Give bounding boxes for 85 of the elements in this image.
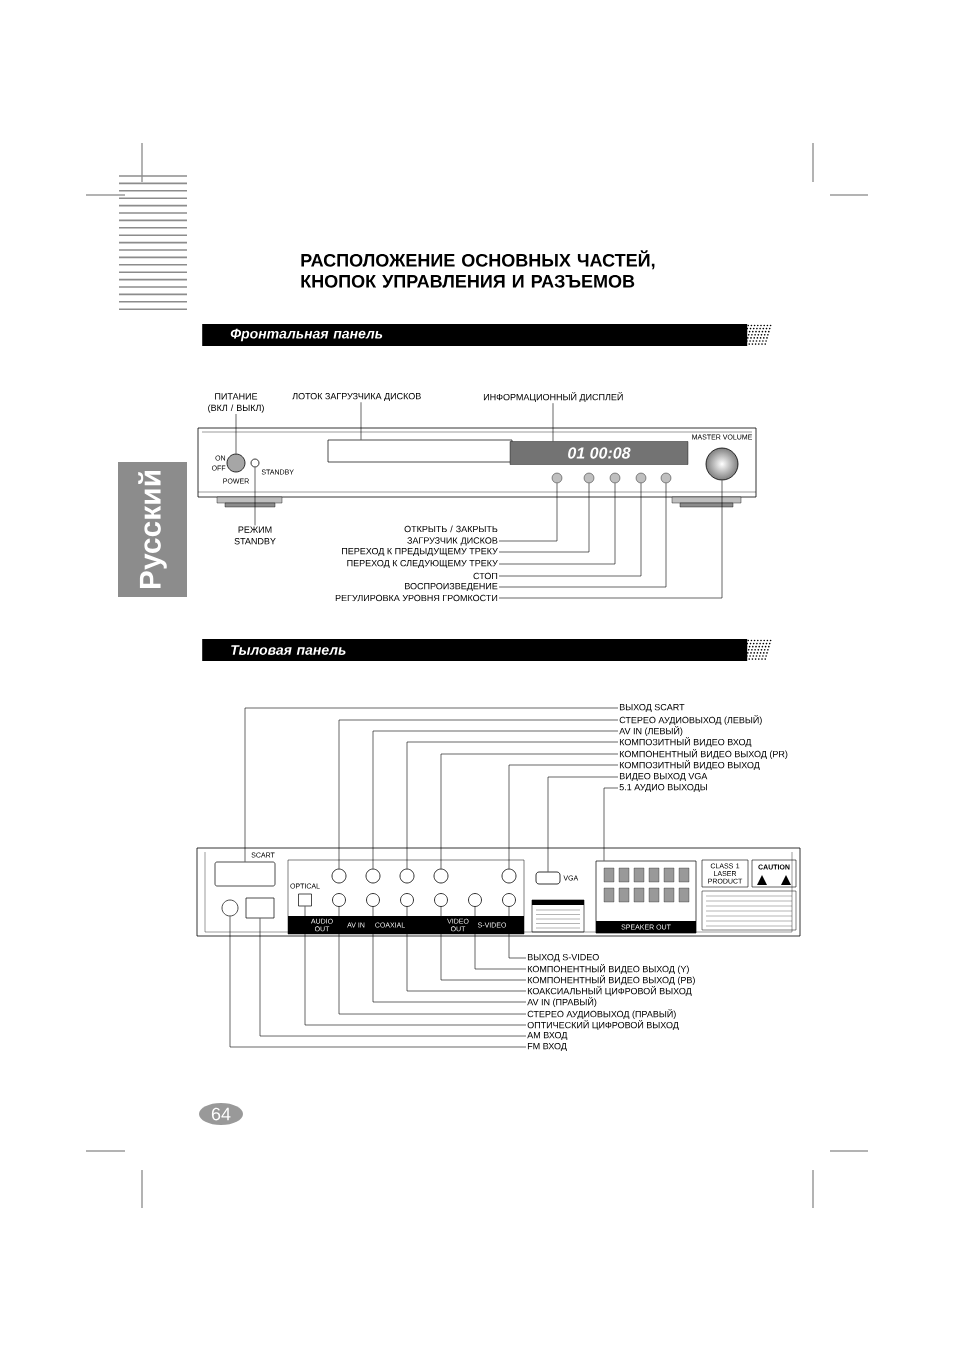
leader-line — [498, 482, 642, 577]
callout-label: КОМПОНЕНТНЫЙ ВИДЕО ВЫХОД (Y) — [527, 964, 689, 974]
rca-jack — [468, 893, 482, 907]
callout-label: AV IN (ПРАВЫЙ) — [527, 997, 597, 1007]
callout-label: РЕЖИМ STANDBY — [234, 526, 276, 545]
volume-knob — [705, 447, 739, 481]
callout-label: ПЕРЕХОД К ПРЕДЫДУЩЕМУ ТРЕКУ — [342, 547, 498, 557]
callout-label: КОМПОНЕНТНЫЙ ВИДЕО ВЫХОД (PR) — [619, 749, 788, 759]
leader-line — [603, 787, 619, 861]
leader-line — [498, 482, 667, 588]
callout-label: 5.1 АУДИО ВЫХОДЫ — [619, 783, 707, 793]
leader-line — [552, 402, 554, 442]
rca-jack — [400, 893, 414, 907]
control-button — [609, 472, 621, 484]
callout-label: ЛОТОК ЗАГРУЗЧИКА ДИСКОВ — [292, 392, 421, 402]
leader-line — [304, 906, 527, 1026]
leader-line — [338, 906, 527, 1015]
control-button — [660, 472, 672, 484]
leader-line — [372, 730, 619, 869]
callout-label: ВЫХОД SCART — [619, 703, 685, 713]
disc-tray — [327, 439, 513, 463]
rca-jack — [366, 893, 380, 907]
display-panel: 01 00:08 — [509, 441, 689, 465]
leader-line — [406, 906, 527, 992]
section-header: Фронтальная панель — [202, 324, 748, 346]
callout-label: ОТКРЫТЬ / ЗАКРЫТЬ ЗАГРУЗЧИК ДИСКОВ — [404, 525, 498, 546]
leader-line — [508, 764, 619, 869]
leader-line — [235, 413, 237, 454]
callout-label: КОМПОЗИТНЫЙ ВИДЕО ВХОД — [619, 737, 752, 747]
standby-button — [250, 458, 260, 468]
rca-jack — [434, 893, 448, 907]
control-button — [551, 472, 563, 484]
callout-label: ПЕРЕХОД К СЛЕДУЮЩЕМУ ТРЕКУ — [347, 559, 498, 569]
leader-line — [360, 401, 362, 440]
callout-label: КОАКСИАЛЬНЫЙ ЦИФРОВОЙ ВЫХОД — [527, 986, 692, 996]
rca-jack — [501, 868, 517, 884]
rca-jack — [332, 893, 346, 907]
leader-line — [372, 906, 527, 1003]
leader-line — [498, 482, 616, 565]
leader-line — [338, 719, 619, 869]
leader-line — [508, 906, 527, 959]
control-button — [635, 472, 647, 484]
leader-line — [406, 741, 619, 869]
callout-label: СТЕРЕО АУДИОВЫХОД (ЛЕВЫЙ) — [619, 715, 762, 725]
callout-label: ОПТИЧЕСКИЙ ЦИФРОВОЙ ВЫХОД — [527, 1020, 679, 1030]
leader-line — [254, 467, 256, 526]
section-header: Тыловая панель — [202, 639, 748, 661]
optical-connector — [298, 893, 312, 907]
callout-label: ИНФОРМАЦИОННЫЙ ДИСПЛЕЙ — [483, 392, 623, 402]
page-title: РАСПОЛОЖЕНИЕ ОСНОВНЫХ ЧАСТЕЙ, КНОПОК УПРАВЛЕНИЯ И РАЗЪЕМОВ — [301, 250, 655, 288]
callout-label: КОМПОЗИТНЫЙ ВИДЕО ВЫХОД — [619, 760, 760, 770]
callout-label: КОМПОНЕНТНЫЙ ВИДЕО ВЫХОД (PB) — [527, 975, 695, 985]
leader-line — [229, 916, 527, 1048]
leader-line — [498, 480, 723, 599]
callout-label: AV IN (ЛЕВЫЙ) — [619, 726, 683, 736]
power-knob — [226, 453, 246, 473]
callout-label: ПИТАНИЕ (ВКЛ / ВЫКЛ) — [208, 393, 264, 413]
am-antenna-terminal — [245, 897, 275, 919]
language-tab: Русский — [118, 462, 187, 597]
page-number: 64 — [199, 1103, 243, 1125]
rca-jack — [331, 868, 347, 884]
leader-line — [259, 918, 527, 1037]
scart-connector — [214, 861, 276, 887]
callout-label: ВОСПРОИЗВЕДЕНИЕ — [405, 582, 498, 592]
fm-antenna-jack — [221, 899, 239, 917]
control-button — [583, 472, 595, 484]
rca-jack — [365, 868, 381, 884]
leader-line — [440, 753, 619, 869]
callout-label: СТЕРЕО АУДИОВЫХОД (ПРАВЫЙ) — [527, 1009, 676, 1019]
callout-label: ВЫХОД S-VIDEO — [527, 953, 599, 963]
callout-label: AM ВХОД — [527, 1031, 568, 1041]
leader-line — [498, 482, 558, 542]
leader-line — [244, 707, 619, 862]
leader-line — [474, 906, 527, 970]
leader-line — [498, 482, 590, 553]
callout-label: СТОП — [473, 572, 498, 580]
rca-jack — [399, 868, 415, 884]
vga-connector — [535, 871, 561, 885]
leader-line — [440, 906, 527, 981]
rca-jack — [433, 868, 449, 884]
callout-label: РЕГУЛИРОВКА УРОВНЯ ГРОМКОСТИ — [335, 594, 498, 602]
callout-label: FM ВХОД — [527, 1042, 567, 1052]
callout-label: ВИДЕО ВЫХОД VGA — [619, 772, 708, 782]
leader-line — [547, 776, 619, 872]
rca-jack — [502, 893, 516, 907]
